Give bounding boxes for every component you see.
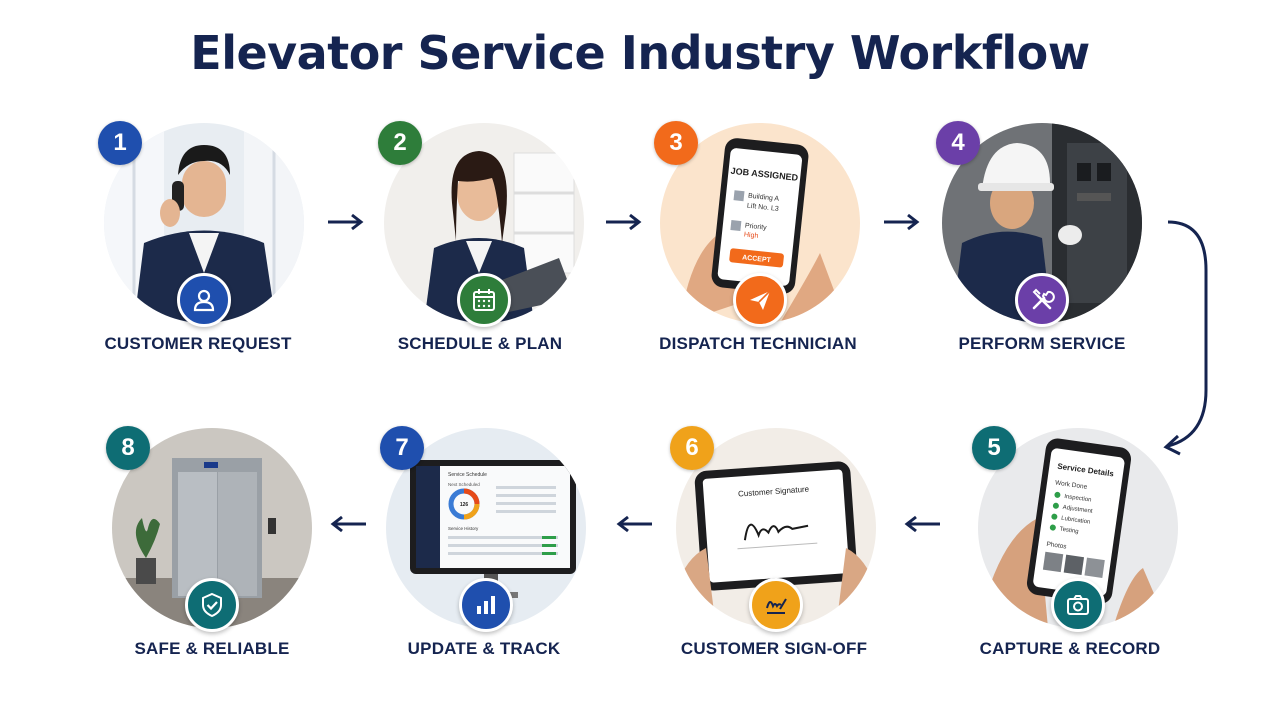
step-number: 3 (654, 121, 698, 165)
step-label: CUSTOMER REQUEST (104, 334, 292, 353)
step-dispatch-technician: JOB ASSIGNED Building A Lift No. L3 Prio… (654, 121, 860, 327)
phone-details-section: Work Done (1055, 479, 1088, 490)
dashboard-history: Service History (448, 526, 479, 531)
shield-check-icon (185, 578, 239, 632)
step-label: CAPTURE & RECORD (979, 639, 1161, 658)
arrow-right-icon (326, 212, 366, 232)
arrow-right-icon (882, 212, 922, 232)
step-label: SAFE & RELIABLE (134, 639, 290, 658)
arrow-right-icon (604, 212, 644, 232)
step-capture-record: Service Details Work Done Inspection Adj… (972, 426, 1178, 632)
bar-chart-icon (459, 578, 513, 632)
curved-arrow-down-icon (1150, 210, 1220, 460)
step-number: 8 (106, 426, 150, 470)
phone-job-line2: Lift No. L3 (747, 203, 780, 213)
camera-icon (1051, 578, 1105, 632)
phone-job-accept-button: ACCEPT (742, 254, 772, 264)
job-assigned-phone-image: JOB ASSIGNED Building A Lift No. L3 Prio… (660, 123, 860, 323)
step-label: DISPATCH TECHNICIAN (659, 334, 857, 353)
phone-details-item: Lubrication (1061, 516, 1091, 526)
step-number: 1 (98, 121, 142, 165)
phone-job-priority-label: Priority (745, 222, 768, 231)
phone-details-item: Inspection (1064, 494, 1092, 504)
phone-details-photos-label: Photos (1046, 541, 1068, 551)
step-safe-reliable: 8 (106, 426, 312, 632)
phone-job-line1: Building A (748, 193, 780, 203)
phone-job-priority-value: High (744, 231, 759, 239)
signature-icon (749, 578, 803, 632)
step-number: 4 (936, 121, 980, 165)
step-number: 5 (972, 426, 1016, 470)
step-label: UPDATE & TRACK (407, 639, 561, 658)
step-number: 6 (670, 426, 714, 470)
step-label: SCHEDULE & PLAN (397, 334, 563, 353)
step-update-track: Service Schedule Next Scheduled 126 Serv… (380, 426, 586, 632)
tools-icon (1015, 273, 1069, 327)
step-perform-service: 4 (936, 121, 1142, 327)
dashboard-heading: Service Schedule (448, 472, 487, 478)
step-label: PERFORM SERVICE (958, 334, 1126, 353)
calendar-icon (457, 273, 511, 327)
step-customer-request: 1 (98, 121, 304, 327)
phone-details-item: Adjustment (1062, 505, 1093, 515)
step-number: 7 (380, 426, 424, 470)
arrow-left-icon (902, 514, 942, 534)
user-icon (177, 273, 231, 327)
dashboard-sub: Next Scheduled (448, 482, 480, 487)
phone-details-item: Testing (1059, 527, 1079, 536)
step-schedule-plan: 2 (378, 121, 584, 327)
arrow-left-icon (614, 514, 654, 534)
page-title: Elevator Service Industry Workflow (190, 26, 1090, 80)
dashboard-count: 126 (460, 502, 469, 508)
step-customer-sign-off: Customer Signature 6 (670, 426, 876, 632)
step-label: CUSTOMER SIGN-OFF (680, 639, 868, 658)
send-icon (733, 273, 787, 327)
step-number: 2 (378, 121, 422, 165)
arrow-left-icon (328, 514, 368, 534)
